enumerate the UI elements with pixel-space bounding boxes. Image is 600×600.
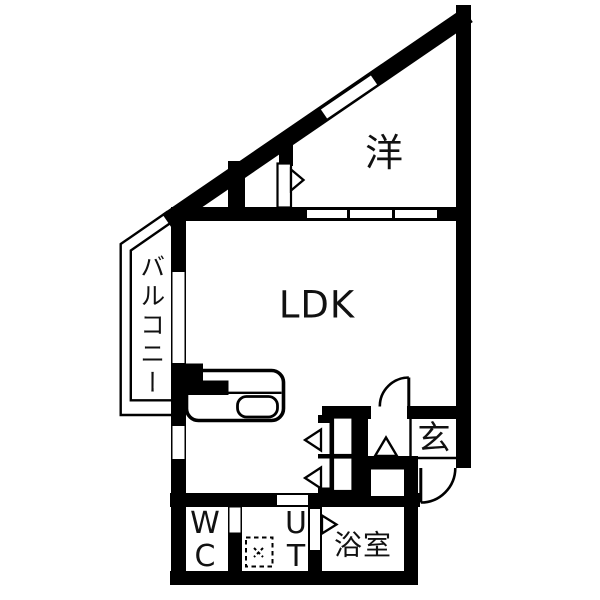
sliding-panel-1 xyxy=(307,210,347,218)
right-wall xyxy=(456,5,471,468)
washing-machine-dashed-box xyxy=(245,536,274,568)
wc-label: W C xyxy=(190,507,220,573)
kitchen-stove-block2 xyxy=(172,380,229,395)
sliding-panel-2 xyxy=(350,210,392,218)
ldk-door-swing-arc xyxy=(378,376,409,407)
sliding-panel-3 xyxy=(395,210,437,218)
shoe-box xyxy=(371,469,404,496)
closet-slot-2 xyxy=(318,458,330,488)
bottom-wall xyxy=(170,571,418,585)
kitchen xyxy=(172,363,286,423)
entrance-step-marker-icon xyxy=(372,435,400,458)
doors xyxy=(276,162,457,536)
wc-label-line2: C xyxy=(194,539,216,574)
diagonal-wall xyxy=(162,7,473,229)
kitchen-sink xyxy=(236,395,279,419)
balcony-label: バルコニー xyxy=(136,253,166,399)
utility-label-line2: T xyxy=(286,539,306,574)
stub-wall-b xyxy=(279,134,293,166)
closet-door-leaf-2 xyxy=(331,456,354,493)
entrance-door-swing-arc xyxy=(420,467,457,504)
closet-arrow-icon-1 xyxy=(302,427,323,453)
bathroom-label: 浴室 xyxy=(333,528,393,562)
closet-arrow-icon-2 xyxy=(302,465,323,491)
western-door-leaf xyxy=(276,162,293,209)
closet-slot-1 xyxy=(318,423,330,454)
utility-label: U T xyxy=(285,507,307,573)
closet-door-leaf-1 xyxy=(331,416,354,457)
stub-wall-a xyxy=(228,161,245,221)
bath-door-arrow-icon xyxy=(320,513,339,536)
diagonal-window xyxy=(320,75,378,119)
balcony-outline xyxy=(119,210,177,417)
wc-label-line1: W xyxy=(190,506,220,541)
washing-machine-x-icon xyxy=(253,547,264,558)
balcony-inner-line xyxy=(129,218,177,402)
ldk-room-label: LDK xyxy=(278,283,356,327)
western-room-label: 洋 xyxy=(364,131,404,176)
ut-doorway xyxy=(277,495,308,505)
washing-machine-area xyxy=(245,536,274,568)
utility-label-line1: U xyxy=(285,506,307,541)
balcony-outer-line xyxy=(119,210,175,417)
balcony-window xyxy=(172,272,185,363)
entrance-label: 玄 xyxy=(417,417,451,457)
openings xyxy=(172,75,456,550)
wc-doorway xyxy=(229,507,241,533)
ldk-doorway xyxy=(371,405,407,420)
bath-doorway xyxy=(310,509,320,550)
left-wall-window xyxy=(172,426,185,459)
western-door-arrow-icon xyxy=(289,167,306,193)
